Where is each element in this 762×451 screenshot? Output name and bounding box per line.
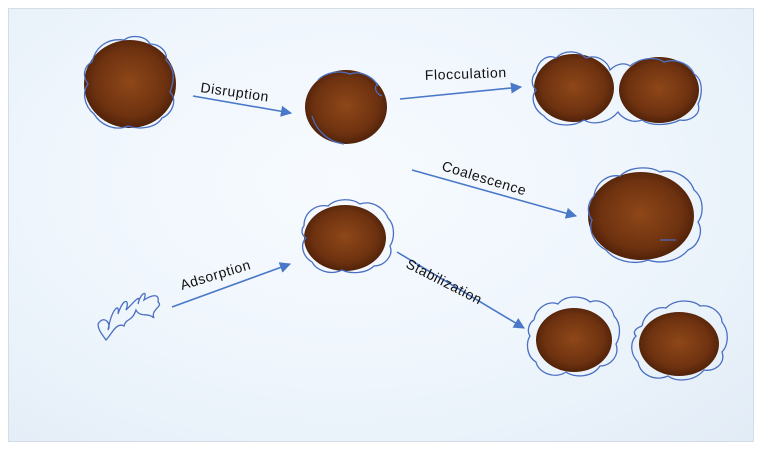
disrupted-droplet [305,70,387,145]
polymer-coil [301,199,395,274]
arrow-coalescence [411,169,578,219]
arrow-disruption [192,95,293,117]
arrow-adsorption [171,262,292,308]
polymer-coil [83,35,175,129]
label-adsorption: Adsorption [178,256,252,293]
polymer-coil [317,71,383,97]
label-coalescence: Coalescence [440,158,528,199]
label-flocculation: Flocculation [425,64,507,83]
polymer-coil [526,296,621,377]
stabilized-droplet-left [526,296,621,377]
stabilized-droplet-right [631,300,728,381]
flocculated-droplets [531,51,702,126]
polymer-coil [587,167,703,264]
free-polymer-coil [97,292,161,342]
label-disruption: Disruption [200,79,271,104]
arrow-stabilization [396,251,525,329]
arrow-flocculation [399,82,523,100]
large-droplet [83,35,176,129]
polymer-coil [531,51,702,126]
coalesced-droplet [587,167,703,264]
polymer-coil [631,300,728,381]
adsorbed-droplet [301,199,395,274]
label-stabilization: Stabilization [404,255,485,307]
